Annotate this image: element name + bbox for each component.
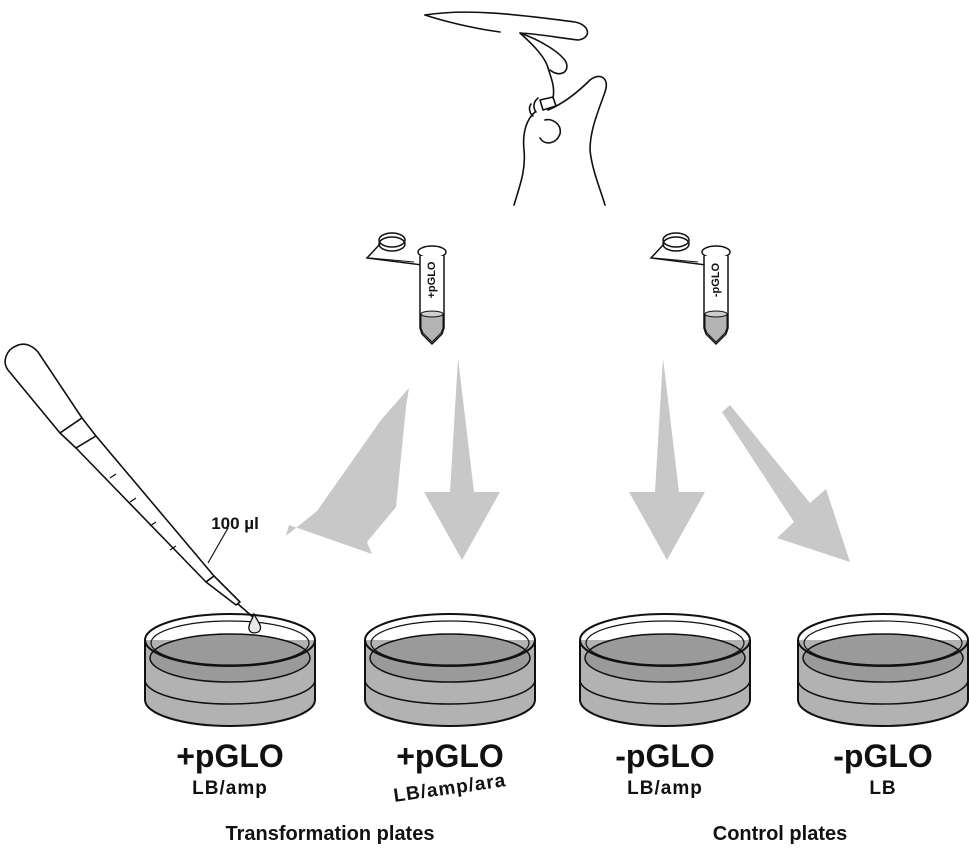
plate-4-medium: LB [869,778,897,799]
plate-1-medium: LB/amp [192,778,268,799]
plate-2 [364,613,536,727]
hands-illustration [424,11,608,206]
arrow-3 [629,358,705,560]
arrow-2 [424,358,500,560]
arrow-1 [286,388,409,554]
tube-label-plus: +pGLO [426,261,438,299]
plate-3-medium: LB/amp [627,778,703,799]
tube-label-minus: -pGLO [710,262,722,298]
plate-3 [579,613,751,727]
plate-4-name: -pGLO [833,738,933,774]
control-plates-caption: Control plates [712,823,848,845]
transformation-plates-caption: Transformation plates [225,823,435,845]
plate-2-name: +pGLO [396,738,504,774]
droplet [248,612,262,634]
pipette-volume-label: 100 µl [211,514,259,533]
arrows [286,358,850,562]
plate-3-name: -pGLO [615,738,715,774]
pipette [4,343,255,619]
plate-1 [144,613,316,727]
arrow-4 [722,405,850,562]
plate-4 [797,613,969,727]
plate-1-name: +pGLO [176,738,284,774]
